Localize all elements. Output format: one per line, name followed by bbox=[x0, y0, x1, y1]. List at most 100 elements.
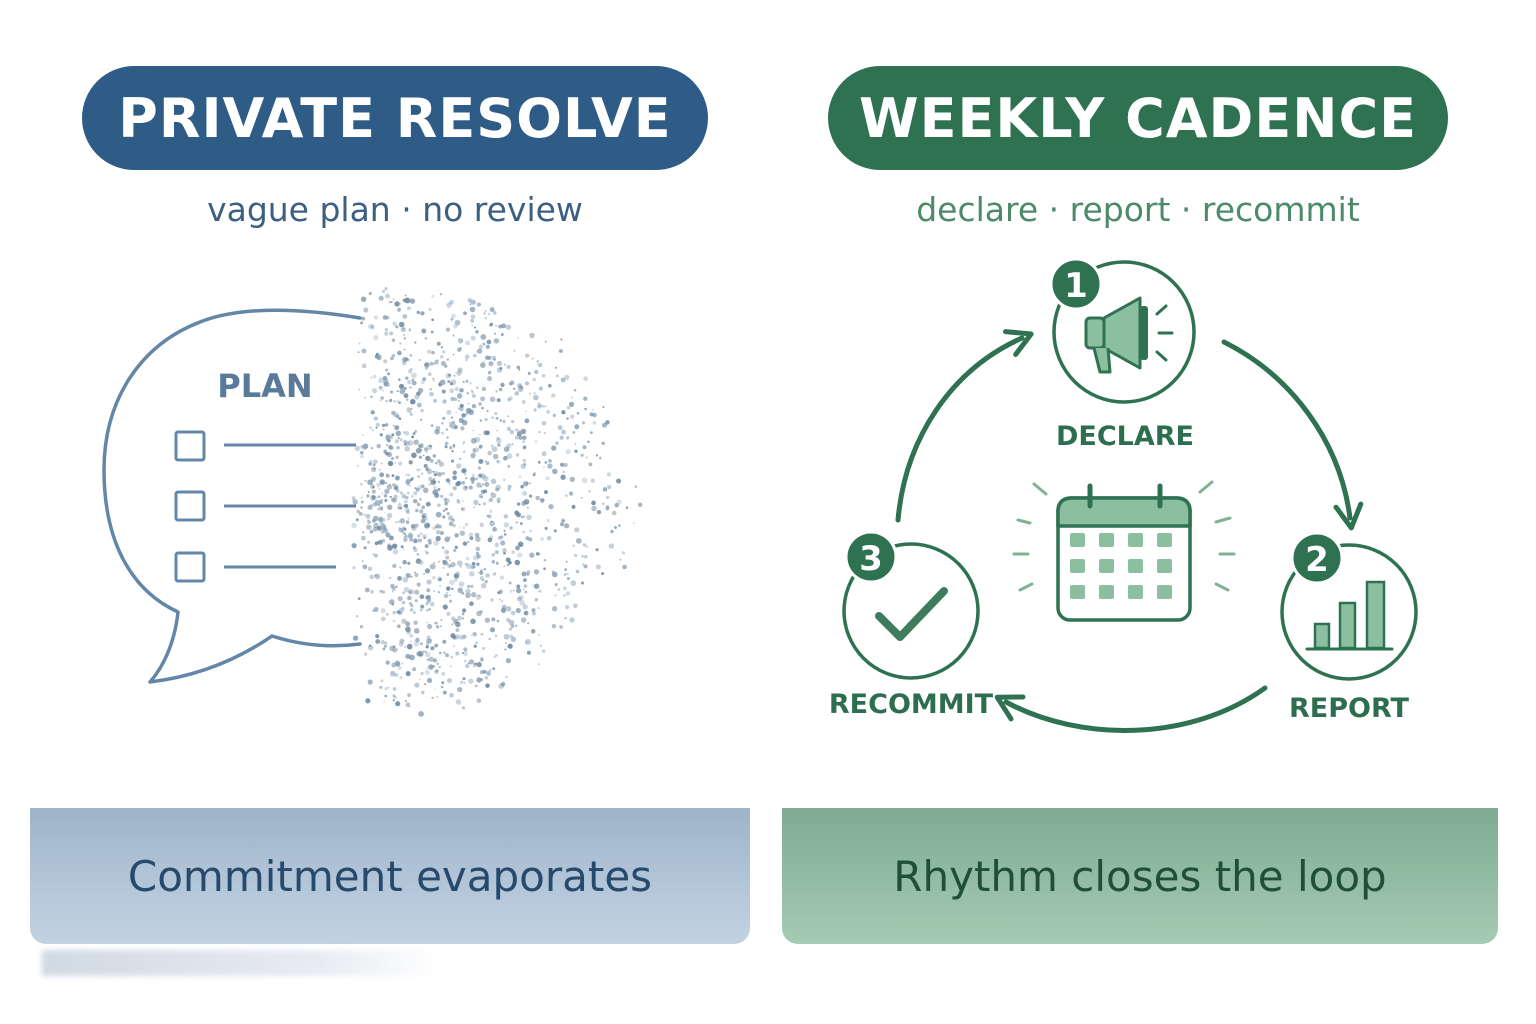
particle bbox=[476, 677, 482, 683]
particle bbox=[399, 527, 404, 533]
particle bbox=[499, 598, 501, 601]
particle bbox=[354, 445, 361, 452]
particle bbox=[463, 651, 468, 657]
particle bbox=[596, 509, 602, 515]
particle bbox=[420, 472, 424, 476]
particle bbox=[476, 554, 481, 559]
particle bbox=[495, 561, 499, 565]
particle bbox=[386, 512, 393, 519]
particle bbox=[450, 317, 454, 321]
step-3-label: RECOMMIT bbox=[829, 689, 994, 720]
particle bbox=[399, 491, 404, 495]
particle bbox=[481, 406, 484, 410]
particle bbox=[372, 495, 377, 501]
particle bbox=[390, 446, 394, 450]
particle bbox=[383, 528, 389, 534]
particle bbox=[456, 463, 462, 469]
particle bbox=[399, 676, 403, 680]
particle bbox=[399, 388, 406, 395]
particle bbox=[432, 454, 437, 458]
particle bbox=[425, 502, 430, 507]
particle bbox=[410, 400, 415, 404]
particle bbox=[544, 340, 547, 343]
particle bbox=[438, 461, 445, 467]
particle bbox=[453, 578, 458, 582]
particle bbox=[529, 552, 535, 558]
particle bbox=[582, 543, 586, 547]
particle bbox=[506, 606, 512, 612]
particle bbox=[513, 349, 516, 352]
particle bbox=[379, 479, 386, 485]
particle bbox=[484, 676, 489, 680]
left-result-shadow bbox=[42, 950, 442, 976]
particle bbox=[362, 564, 368, 570]
particle bbox=[569, 617, 575, 623]
particle bbox=[565, 449, 571, 455]
particle bbox=[547, 520, 550, 523]
checkbox-1 bbox=[174, 430, 206, 462]
particle bbox=[462, 381, 465, 383]
particle bbox=[445, 653, 450, 658]
particle bbox=[459, 403, 464, 409]
particle bbox=[380, 640, 385, 645]
particle bbox=[455, 372, 457, 374]
particle bbox=[471, 324, 474, 326]
particle bbox=[442, 560, 448, 566]
particle bbox=[537, 362, 543, 368]
particle bbox=[442, 639, 447, 644]
particle bbox=[385, 399, 388, 403]
particle bbox=[416, 502, 421, 507]
particle bbox=[374, 573, 381, 580]
particle bbox=[538, 589, 542, 593]
particle bbox=[403, 532, 406, 535]
particle bbox=[465, 477, 468, 480]
step-1-number: 1 bbox=[1064, 266, 1088, 306]
plan-speech-bubble: PLAN bbox=[102, 308, 362, 684]
particle bbox=[591, 505, 597, 512]
particle bbox=[402, 591, 405, 595]
particle bbox=[601, 441, 605, 445]
particle bbox=[415, 487, 420, 492]
particle bbox=[461, 413, 466, 418]
particle bbox=[492, 667, 496, 671]
particle bbox=[366, 524, 372, 530]
particle bbox=[563, 594, 566, 597]
particle bbox=[492, 453, 499, 460]
particle bbox=[413, 439, 419, 445]
particle bbox=[386, 382, 391, 388]
particle bbox=[575, 569, 580, 574]
particle bbox=[387, 686, 390, 689]
particle bbox=[376, 525, 382, 530]
particle bbox=[370, 446, 374, 450]
particle bbox=[569, 414, 575, 419]
particle bbox=[429, 444, 432, 448]
particle bbox=[449, 492, 454, 497]
particle bbox=[475, 551, 480, 556]
particle bbox=[401, 494, 407, 499]
particle bbox=[368, 461, 373, 466]
particle bbox=[407, 595, 412, 601]
particle bbox=[385, 368, 389, 372]
particle bbox=[384, 481, 388, 485]
particle bbox=[469, 601, 474, 607]
particle bbox=[419, 532, 423, 536]
particle bbox=[480, 334, 487, 340]
particle bbox=[389, 331, 394, 336]
particle bbox=[362, 531, 365, 534]
left-result-box: Commitment evaporates bbox=[30, 808, 750, 944]
bubble-plan-label: PLAN bbox=[217, 367, 312, 405]
particle bbox=[602, 502, 605, 506]
arrow-report-to-recommit bbox=[994, 685, 1268, 733]
particle bbox=[459, 565, 463, 569]
particle bbox=[477, 466, 481, 470]
particle bbox=[583, 376, 588, 382]
particle bbox=[390, 436, 394, 440]
particle bbox=[383, 359, 388, 364]
particle bbox=[448, 594, 451, 597]
particle bbox=[461, 591, 465, 595]
calendar-day bbox=[1128, 559, 1143, 573]
particle bbox=[403, 527, 407, 531]
particle bbox=[396, 446, 400, 450]
particle bbox=[581, 477, 588, 484]
particle bbox=[475, 478, 478, 481]
